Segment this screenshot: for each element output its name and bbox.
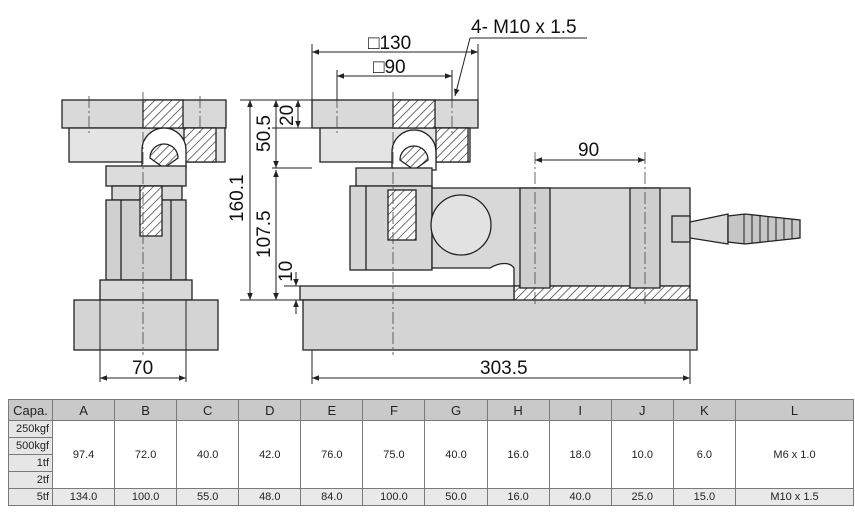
value-cell: 6.0	[672, 420, 737, 489]
header-cell: G	[424, 399, 488, 421]
value-cell: 16.0	[486, 488, 550, 506]
value-cell: 100.0	[362, 488, 426, 506]
dim-10: 10	[276, 261, 297, 282]
dim-90: 90	[578, 140, 599, 161]
value-cell: 97.4	[51, 420, 116, 489]
capacity-cell: 1tf	[8, 454, 53, 472]
header-cell: E	[300, 399, 364, 421]
technical-drawing: 70	[61, 17, 801, 384]
callout-square-130: □130	[368, 33, 411, 54]
dim-303-5: 303.5	[480, 358, 528, 379]
table-header-row: Capa. A B C D E F G H I J K L	[8, 399, 854, 421]
value-cell: 50.0	[424, 488, 488, 506]
table-row: 250kgf 97.4 72.0 40.0 42.0 76.0 75.0 40.…	[8, 420, 854, 489]
value-cell: 16.0	[486, 420, 550, 489]
value-cell: 134.0	[51, 488, 116, 506]
value-cell: 42.0	[238, 420, 302, 489]
header-cell: Capa.	[8, 399, 53, 421]
capacity-cell: 2tf	[8, 471, 53, 489]
dim-50-5: 50.5	[254, 115, 275, 152]
value-cell: 40.0	[548, 488, 612, 506]
callout-square-90: □90	[373, 57, 406, 78]
table-row: 2tf	[8, 471, 854, 489]
header-cell: D	[238, 399, 302, 421]
header-cell: J	[610, 399, 674, 421]
capacity-cell: 500kgf	[8, 437, 53, 455]
value-cell: 100.0	[114, 488, 178, 506]
value-cell: M10 x 1.5	[735, 488, 854, 506]
value-cell: 48.0	[238, 488, 302, 506]
front-base-plate	[302, 299, 698, 351]
header-cell: F	[362, 399, 426, 421]
header-cell: C	[176, 399, 240, 421]
table-row: 5tf 134.0 100.0 55.0 48.0 84.0 100.0 50.…	[8, 488, 854, 506]
header-cell: I	[548, 399, 612, 421]
side-view	[61, 99, 227, 351]
capacity-cell: 250kgf	[8, 420, 53, 438]
side-base-plate	[73, 299, 219, 351]
value-cell: 55.0	[176, 488, 240, 506]
header-cell: L	[735, 399, 854, 421]
value-cell: 72.0	[114, 420, 178, 489]
value-cell: 18.0	[548, 420, 612, 489]
value-cell: 15.0	[672, 488, 737, 506]
dim-160-1: 160.1	[227, 174, 248, 222]
dim-70: 70	[132, 358, 153, 379]
header-cell: A	[51, 399, 116, 421]
value-cell: 40.0	[176, 420, 240, 489]
value-cell: 25.0	[610, 488, 674, 506]
dim-20: 20	[277, 105, 298, 126]
value-cell: 84.0	[300, 488, 364, 506]
header-cell: B	[114, 399, 178, 421]
header-cell: H	[486, 399, 550, 421]
value-cell: 75.0	[362, 420, 426, 489]
value-cell: 76.0	[300, 420, 364, 489]
callout-thread: 4- M10 x 1.5	[471, 17, 577, 38]
header-cell: K	[672, 399, 737, 421]
table-row: 500kgf	[8, 437, 854, 455]
spec-table: Capa. A B C D E F G H I J K L 250kgf 97.…	[8, 399, 854, 506]
front-view	[299, 99, 801, 351]
capacity-cell: 5tf	[8, 488, 53, 506]
value-cell: 40.0	[424, 420, 488, 489]
dim-107-5: 107.5	[254, 210, 275, 258]
value-cell: M6 x 1.0	[735, 420, 854, 489]
value-cell: 10.0	[610, 420, 674, 489]
